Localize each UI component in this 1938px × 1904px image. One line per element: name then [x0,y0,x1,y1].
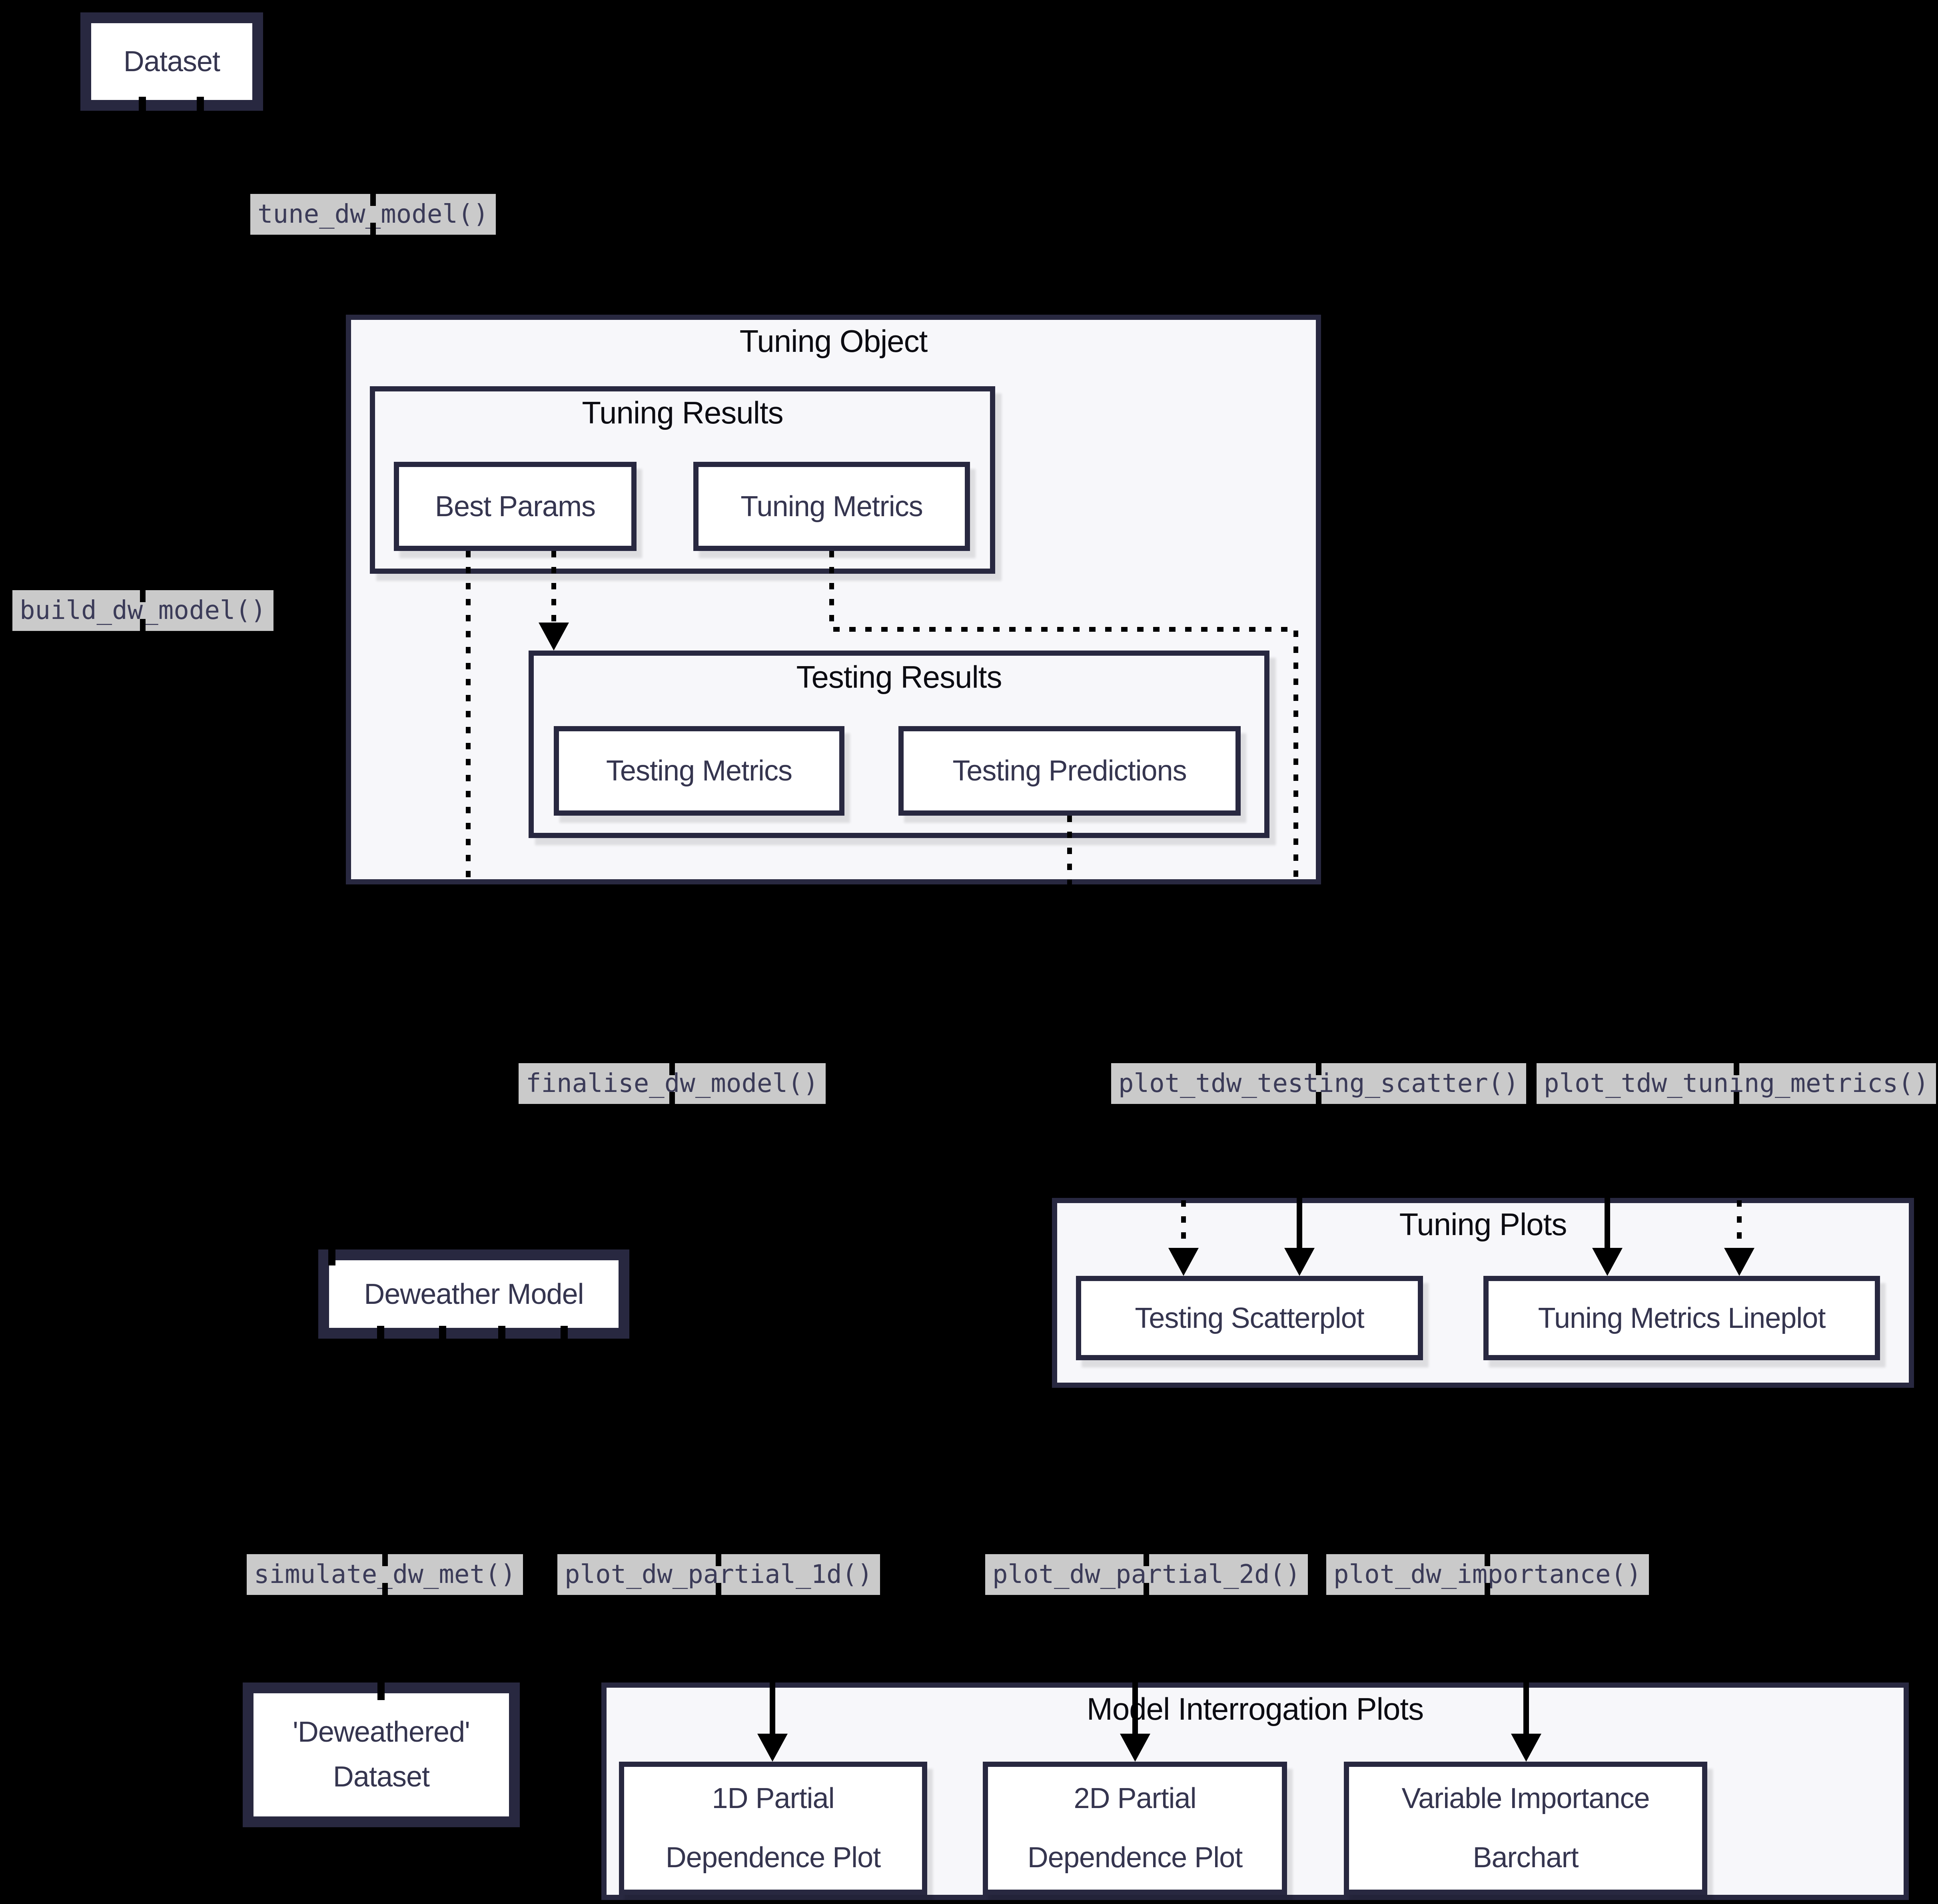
node-deweather-model: Deweather Model [318,1249,629,1339]
label-plot-dw-partial-2d: plot_dw_partial_2d() [985,1554,1308,1595]
node-testing-scatterplot: Testing Scatterplot [1076,1276,1423,1360]
node-variable-importance-barchart: Variable Importance Barchart [1344,1762,1707,1895]
label-plot-dw-importance: plot_dw_importance() [1326,1554,1649,1595]
node-deweather-model-label: Deweather Model [364,1278,584,1310]
node-2d-pdp-line2: Dependence Plot [1027,1841,1243,1874]
tuning-object-title: Tuning Object [739,323,928,359]
node-testing-metrics: Testing Metrics [554,726,844,816]
node-deweathered-dataset: 'Deweathered' Dataset [243,1682,520,1827]
label-build-dw-model: build_dw_model() [12,590,273,631]
node-testing-scatterplot-label: Testing Scatterplot [1135,1302,1364,1334]
node-deweathered-dataset-line1: 'Deweathered' [293,1716,470,1748]
node-testing-predictions-label: Testing Predictions [952,755,1187,787]
model-interrogation-plots-title: Model Interrogation Plots [1086,1691,1424,1726]
node-tuning-metrics: Tuning Metrics [693,462,970,551]
node-testing-predictions: Testing Predictions [898,726,1241,816]
node-best-params: Best Params [394,462,637,551]
node-1d-pdp-line2: Dependence Plot [665,1841,881,1874]
label-plot-tdw-testing-scatter: plot_tdw_testing_scatter() [1111,1063,1526,1104]
node-deweathered-dataset-line2: Dataset [333,1761,430,1793]
tuning-results-title: Tuning Results [582,395,783,430]
node-tuning-metrics-label: Tuning Metrics [740,490,923,523]
label-plot-dw-partial-1d: plot_dw_partial_1d() [557,1554,880,1595]
node-variable-importance-line1: Variable Importance [1401,1782,1650,1814]
node-2d-partial-dependence-plot: 2D Partial Dependence Plot [983,1762,1287,1895]
testing-results-title: Testing Results [796,659,1002,695]
label-tune-dw-model: tune_dw_model() [250,194,496,235]
node-dataset-label: Dataset [123,46,220,78]
node-1d-partial-dependence-plot: 1D Partial Dependence Plot [619,1762,927,1895]
node-best-params-label: Best Params [435,490,596,523]
node-testing-metrics-label: Testing Metrics [606,755,792,787]
node-variable-importance-line2: Barchart [1473,1841,1579,1874]
label-simulate-dw-met: simulate_dw_met() [247,1554,523,1595]
node-1d-pdp-line1: 1D Partial [712,1782,834,1814]
node-2d-pdp-line1: 2D Partial [1074,1782,1196,1814]
label-plot-tdw-tuning-metrics: plot_tdw_tuning_metrics() [1537,1063,1936,1104]
node-tuning-metrics-lineplot-label: Tuning Metrics Lineplot [1538,1302,1826,1334]
label-finalise-dw-model: finalise_dw_model() [519,1063,826,1104]
node-dataset: Dataset [80,12,263,111]
node-tuning-metrics-lineplot: Tuning Metrics Lineplot [1483,1276,1880,1360]
tuning-plots-title: Tuning Plots [1399,1207,1567,1242]
